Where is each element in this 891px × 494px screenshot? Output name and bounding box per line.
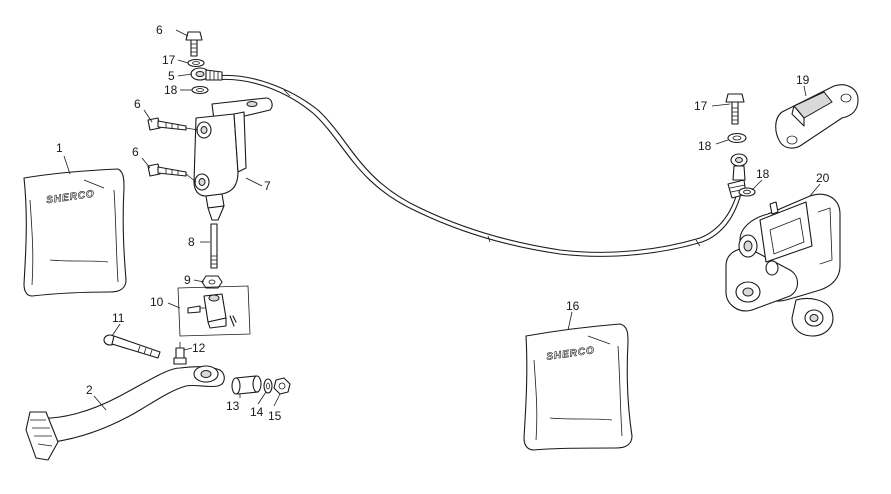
banjo-bolt-top xyxy=(185,31,203,57)
callout-2: 2 xyxy=(86,383,93,397)
master-cylinder-bolt-lower xyxy=(147,163,187,177)
callout-15: 15 xyxy=(268,409,282,423)
pedal-bushing xyxy=(231,375,262,395)
callout-12: 12 xyxy=(192,341,206,355)
washer-caliper-2 xyxy=(738,187,756,197)
callout-16: 16 xyxy=(566,299,580,313)
clevis-kit xyxy=(177,285,251,337)
grease-nipple xyxy=(173,342,187,365)
washer-top-1 xyxy=(187,58,205,68)
callout-6-lower: 6 xyxy=(132,145,139,159)
callout-11: 11 xyxy=(112,311,125,325)
banjo-bolt-caliper xyxy=(725,93,745,125)
pivot-bolt xyxy=(103,334,161,359)
callout-8: 8 xyxy=(188,235,195,249)
callout-17-caliper: 17 xyxy=(694,99,708,113)
pedal-nut xyxy=(273,377,291,395)
nut-9 xyxy=(201,275,223,289)
callout-13: 13 xyxy=(226,399,240,413)
brake-pedal xyxy=(25,365,225,461)
callout-labels: 6 17 5 18 6 6 7 8 9 10 11 12 2 13 14 15 … xyxy=(56,23,830,423)
callout-5: 5 xyxy=(168,69,175,83)
callout-1: 1 xyxy=(56,141,63,155)
brake-guard-plate xyxy=(775,84,859,149)
callout-18-caliper-a: 18 xyxy=(698,139,712,153)
brake-caliper xyxy=(725,193,841,337)
master-cylinder-bolt-upper xyxy=(147,117,187,131)
banjo-fitting-caliper xyxy=(730,153,748,181)
callout-9: 9 xyxy=(184,273,191,287)
push-rod xyxy=(210,223,218,269)
washer-top-2 xyxy=(191,85,209,95)
brake-hose xyxy=(213,74,747,257)
callout-20: 20 xyxy=(816,171,830,185)
callout-6-upper: 6 xyxy=(134,97,141,111)
callout-18-top-b: 18 xyxy=(164,83,178,97)
callout-19: 19 xyxy=(796,73,810,87)
pedal-washer xyxy=(263,378,273,394)
callout-7: 7 xyxy=(264,179,271,193)
callout-18-top-a: 17 xyxy=(162,53,176,67)
leader-lines xyxy=(63,29,821,411)
callout-10: 10 xyxy=(150,295,164,309)
master-cylinder xyxy=(193,97,273,221)
callout-18-caliper-b: 18 xyxy=(756,167,770,181)
callout-14: 14 xyxy=(250,405,264,419)
callout-17-top: 6 xyxy=(156,23,163,37)
banjo-fitting-top xyxy=(190,67,223,81)
protective-bag-right: SHERCO xyxy=(523,323,633,451)
protective-bag-left: SHERCO xyxy=(23,168,127,297)
washer-caliper-1 xyxy=(727,132,747,144)
